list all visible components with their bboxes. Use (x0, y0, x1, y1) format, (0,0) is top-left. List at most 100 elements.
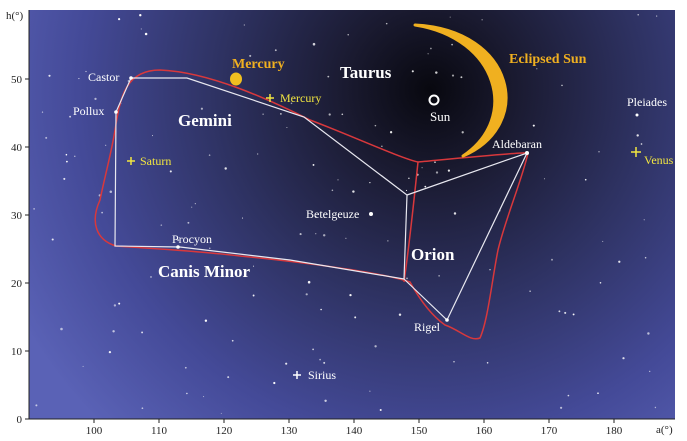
background-star (140, 28, 142, 30)
y-tick-label: 50 (11, 74, 23, 86)
background-star (274, 49, 277, 52)
background-star (307, 280, 311, 284)
background-star (561, 84, 563, 87)
background-star (486, 362, 489, 364)
background-star (369, 182, 371, 184)
x-tick-label: 160 (476, 425, 493, 437)
background-star (564, 311, 567, 314)
background-star (640, 143, 643, 145)
y-tick-label: 0 (17, 414, 23, 426)
background-star (567, 394, 570, 397)
background-star (597, 392, 599, 395)
background-star (352, 190, 355, 193)
background-star (315, 216, 317, 218)
background-star (453, 361, 455, 363)
mercury-plus-icon (266, 94, 274, 102)
pleiades-label: Pleiades (627, 95, 667, 109)
background-star (252, 265, 255, 267)
saturn-label: Saturn (140, 154, 171, 168)
gemini-stick-lines (114, 77, 408, 280)
boundary-divider (403, 161, 419, 283)
background-star (654, 406, 657, 409)
background-star (48, 74, 51, 77)
x-axis-title: a(°) (656, 424, 673, 436)
background-star (63, 177, 66, 180)
background-star (285, 362, 288, 365)
background-star (618, 260, 621, 263)
background-star (447, 169, 450, 172)
background-star (584, 178, 587, 181)
background-star (421, 167, 423, 169)
venus-label: Venus (644, 153, 674, 167)
planet-markers (127, 94, 641, 165)
background-star (169, 170, 172, 173)
background-star (41, 111, 44, 113)
background-star (241, 217, 244, 219)
background-star (460, 76, 463, 79)
background-star (427, 53, 429, 55)
background-star (224, 167, 227, 170)
background-star (647, 332, 650, 335)
castor-star (129, 76, 133, 80)
background-star (290, 102, 293, 105)
background-star (451, 74, 455, 77)
eclipsed-sun-crescent (413, 23, 508, 158)
x-tick-label: 110 (151, 425, 168, 437)
background-stars (33, 13, 658, 414)
background-star (347, 34, 349, 36)
aldebaran-label: Aldebaran (492, 137, 542, 151)
background-star (532, 124, 535, 127)
x-tick-label: 180 (606, 425, 623, 437)
mercury-label: Mercury (280, 91, 321, 105)
background-star (273, 381, 276, 385)
background-star (341, 113, 344, 116)
background-star (599, 282, 602, 284)
background-star (598, 151, 600, 153)
background-star (200, 107, 203, 110)
background-star (187, 221, 190, 224)
background-star (35, 404, 38, 407)
background-star (453, 212, 457, 215)
background-star (74, 155, 76, 157)
background-star (141, 331, 144, 334)
mercury-big-label: Mercury (232, 57, 285, 72)
background-star (286, 127, 288, 128)
background-star (94, 97, 97, 101)
rigel-star (445, 318, 449, 322)
background-star (345, 237, 347, 239)
background-star (461, 131, 464, 134)
background-star (319, 358, 321, 361)
background-star (320, 308, 322, 311)
background-star (481, 19, 483, 21)
castor-label: Castor (88, 70, 119, 84)
background-star (151, 135, 154, 137)
background-star (220, 412, 222, 414)
betelgeuze-star (369, 212, 373, 216)
gemini-label: Gemini (178, 111, 232, 130)
background-star (435, 71, 438, 74)
background-star (177, 239, 180, 242)
rigel-label: Rigel (414, 320, 441, 334)
background-star (203, 396, 205, 398)
background-star (434, 161, 436, 163)
background-star (144, 32, 148, 36)
background-star (385, 22, 388, 25)
background-star (60, 327, 63, 331)
background-star (374, 345, 377, 348)
mercury-disc (230, 72, 242, 86)
background-star (208, 154, 211, 156)
background-star (349, 293, 352, 297)
background-star (160, 224, 163, 226)
background-star (649, 370, 651, 373)
background-star (51, 238, 54, 241)
background-star (101, 211, 103, 214)
background-star (449, 16, 451, 18)
background-star (127, 80, 130, 82)
background-star (602, 240, 604, 242)
taurus-label: Taurus (340, 63, 392, 82)
pleiades-star (635, 113, 639, 117)
background-star (204, 319, 208, 322)
background-star (312, 348, 314, 351)
